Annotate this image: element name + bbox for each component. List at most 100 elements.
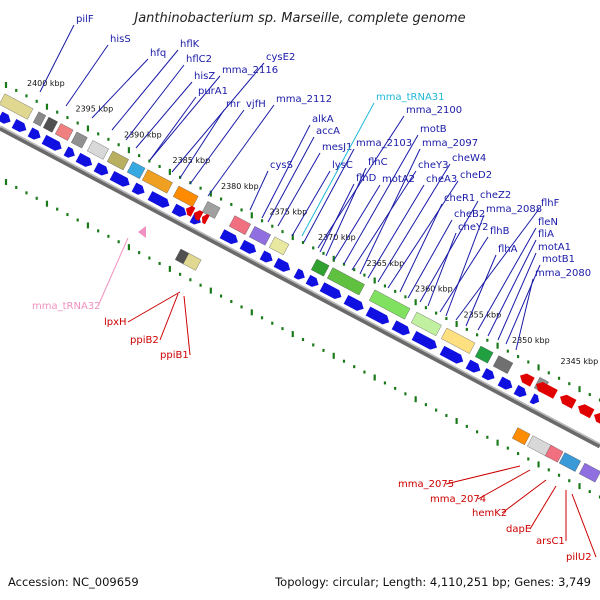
kbp-label: 2375 kbp (270, 208, 308, 217)
gene-label-leader (127, 291, 181, 323)
kbp-label: 2365 kbp (367, 259, 405, 268)
gene-label-pura1: purA1 (198, 86, 228, 97)
gene-label-leader (303, 148, 355, 243)
gene-box-reverse (511, 427, 531, 446)
gene-label-leader (91, 58, 149, 119)
forward-gene-arrow (465, 359, 481, 373)
gene-label-rnr: rnr (226, 99, 241, 110)
gene-label-cheb2: cheB2 (454, 209, 485, 220)
gene-label-leader (407, 219, 453, 299)
forward-gene-arrow (93, 162, 109, 176)
gene-label-lpxh: lpxH (104, 317, 127, 328)
gene-label-leader (465, 254, 497, 327)
gene-label-leader (135, 81, 193, 149)
forward-gene-arrow (171, 203, 187, 217)
gene-label-leader (505, 264, 541, 345)
gene-label-cyss: cysS (270, 160, 293, 171)
gene-arrows (0, 111, 600, 424)
gene-label-flhb: flhB (490, 226, 510, 237)
gene-box (410, 311, 442, 337)
accession-text: Accession: NC_009659 (8, 575, 139, 589)
gene-label-leader (343, 134, 419, 265)
gene-label-leader (477, 469, 531, 500)
kbp-label: 2370 kbp (318, 233, 356, 242)
gene-label-leader (387, 180, 459, 289)
gene-box (268, 236, 290, 256)
gene-label-leader (571, 493, 597, 558)
gene-label-mma-2074: mma_2074 (430, 494, 486, 505)
gene-label-leader (501, 479, 547, 514)
gene-label-leader (261, 124, 311, 219)
gene-label-leader (359, 148, 421, 275)
tick-tracks (4, 82, 600, 499)
forward-gene-arrow (259, 250, 273, 263)
gene-box-reverse (558, 452, 581, 472)
gene-label-leader (39, 24, 75, 93)
gene-box (86, 140, 109, 160)
summary-text: Topology: circular; Length: 4,110,251 bp… (274, 575, 591, 589)
gene-label-flhc: flhC (368, 157, 388, 168)
forward-gene-arrow (239, 239, 257, 254)
gene-label-mma-trna31: mma_tRNA31 (376, 92, 445, 103)
gene-box (126, 161, 146, 179)
forward-gene-arrow (411, 331, 437, 350)
kbp-label: 2400 kbp (27, 79, 65, 88)
gene-label-leader (445, 214, 485, 317)
gene-label-hiss: hisS (110, 34, 131, 45)
forward-gene-arrow (41, 134, 62, 151)
gene-box (141, 169, 173, 194)
gene-label-alka: alkA (312, 114, 334, 125)
gene-label-leader (249, 170, 269, 211)
kbp-label: 2395 kbp (76, 105, 114, 114)
gene-label-mma-2100: mma_2100 (406, 105, 462, 116)
gene-label-mma-2075: mma_2075 (398, 479, 454, 490)
gene-box-reverse (544, 444, 564, 463)
gene-label-leader (367, 184, 425, 279)
gene-label-chey3: cheY3 (418, 160, 448, 171)
gene-label-mota2: motA2 (382, 174, 415, 185)
gene-label-leader (445, 465, 521, 485)
gene-label-leader (291, 170, 331, 237)
gene-label-hfq: hfq (150, 48, 166, 59)
gene-label-leader (497, 252, 537, 341)
upper-gene-labels: pilFhisShfqhflKhflC2hisZmma_2116purA1cys… (39, 14, 591, 351)
gene-label-ched2: cheD2 (460, 170, 492, 181)
gene-label-chey2: cheY2 (458, 222, 488, 233)
gene-label-chez2: cheZ2 (480, 190, 511, 201)
gene-label-leader (183, 295, 191, 356)
lower-gene-labels: mma_tRNA32lpxHppiB2ppiB1mma_2075mma_2074… (32, 237, 597, 563)
gene-label-mma-2088: mma_2088 (486, 204, 542, 215)
gene-label-leader (399, 203, 443, 293)
forward-gene-arrow (343, 294, 364, 311)
gene-label-leader (111, 49, 179, 131)
forward-gene-arrow (319, 282, 342, 300)
gene-label-leader (277, 152, 321, 227)
forward-gene-arrow (109, 170, 130, 187)
reverse-gene-arrow (202, 214, 210, 225)
gene-label-ppib1: ppiB1 (160, 350, 189, 361)
gene-box-reverse (182, 253, 202, 271)
forward-gene-arrow (529, 393, 540, 405)
gene-label-cyse2: cysE2 (266, 52, 295, 63)
gene-label-leader (149, 96, 197, 161)
forward-gene-arrow (0, 111, 11, 124)
gene-label-leader (301, 102, 375, 237)
gene-label-hemk2: hemK2 (472, 508, 507, 519)
gene-label-flhd: flhD (356, 173, 377, 184)
gene-box-reverse (578, 462, 600, 483)
gene-label-leader (439, 236, 489, 313)
forward-gene-arrow (513, 385, 527, 398)
gene-label-mma-2097: mma_2097 (422, 138, 478, 149)
gene-box (106, 150, 129, 171)
kbp-label: 2345 kbp (561, 357, 599, 366)
reverse-gene-arrow (186, 206, 196, 217)
kbp-label: 2355 kbp (464, 310, 502, 319)
gene-label-mma-2080: mma_2080 (535, 268, 591, 279)
gene-label-leader (427, 232, 457, 307)
gene-label-mma-trna32: mma_tRNA32 (32, 301, 101, 312)
gene-box (474, 345, 494, 364)
forward-gene-arrow (497, 376, 513, 390)
gene-box (54, 123, 74, 141)
forward-gene-arrow (147, 191, 170, 208)
